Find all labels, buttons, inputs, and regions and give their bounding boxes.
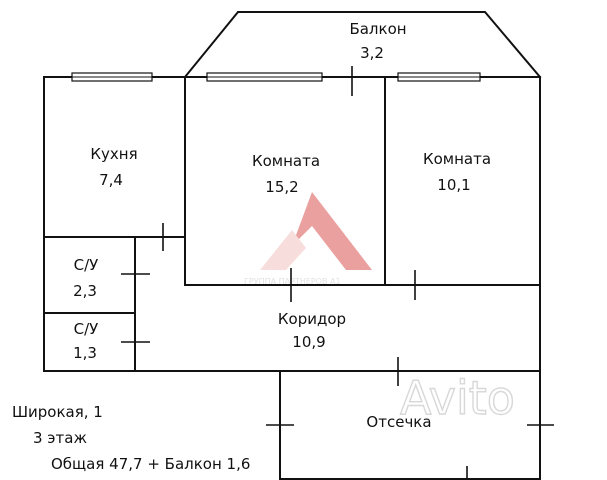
- apartment-left-wall: [43, 76, 281, 372]
- room-area: 7,4: [99, 171, 123, 189]
- room-kitchen: Кухня 7,4: [90, 145, 137, 189]
- room-living-large: Комната 15,2: [252, 152, 320, 196]
- balcony-outline: [183, 11, 542, 79]
- room-name: С/У: [74, 256, 99, 274]
- room-area: 10,9: [292, 333, 325, 351]
- logo-mark: [292, 192, 372, 270]
- room-area: 10,1: [437, 176, 470, 194]
- room-bath-lower: С/У 1,3: [73, 320, 98, 362]
- room-area: 1,3: [73, 344, 97, 362]
- room-name: Отсечка: [366, 413, 431, 431]
- window-room-small: [397, 72, 481, 82]
- floor-text: 3 этаж: [33, 429, 87, 447]
- walls: [43, 11, 542, 480]
- room-area: 2,3: [73, 282, 97, 300]
- agency-watermark-text: ГРУППА ПАРТНЕРОВ А1: [244, 277, 341, 286]
- agency-watermark: ГРУППА ПАРТНЕРОВ А1: [244, 192, 372, 286]
- room-name: Балкон: [349, 20, 406, 38]
- room-name: Комната: [252, 152, 320, 170]
- info-block: Широкая, 1 3 этаж Общая 47,7 + Балкон 1,…: [12, 403, 250, 473]
- room-balcony: Балкон 3,2: [349, 20, 406, 62]
- room-bath-upper: С/У 2,3: [73, 256, 98, 300]
- logo-mark-shade: [260, 230, 306, 270]
- total-area-text: Общая 47,7 + Балкон 1,6: [51, 455, 250, 473]
- room-name: Коридор: [278, 310, 346, 328]
- room-vestibule: Отсечка: [366, 413, 431, 431]
- room-area: 3,2: [360, 44, 384, 62]
- window-kitchen: [71, 72, 153, 82]
- room-name: Кухня: [90, 145, 137, 163]
- room-living-small: Комната 10,1: [423, 150, 491, 194]
- window-room-large: [206, 72, 323, 82]
- room-corridor: Коридор 10,9: [278, 310, 346, 351]
- room-area: 15,2: [265, 178, 298, 196]
- doors: [121, 66, 554, 479]
- room-name: С/У: [74, 320, 99, 338]
- address-text: Широкая, 1: [12, 403, 103, 421]
- site-watermark: Avito: [400, 371, 515, 425]
- room-name: Комната: [423, 150, 491, 168]
